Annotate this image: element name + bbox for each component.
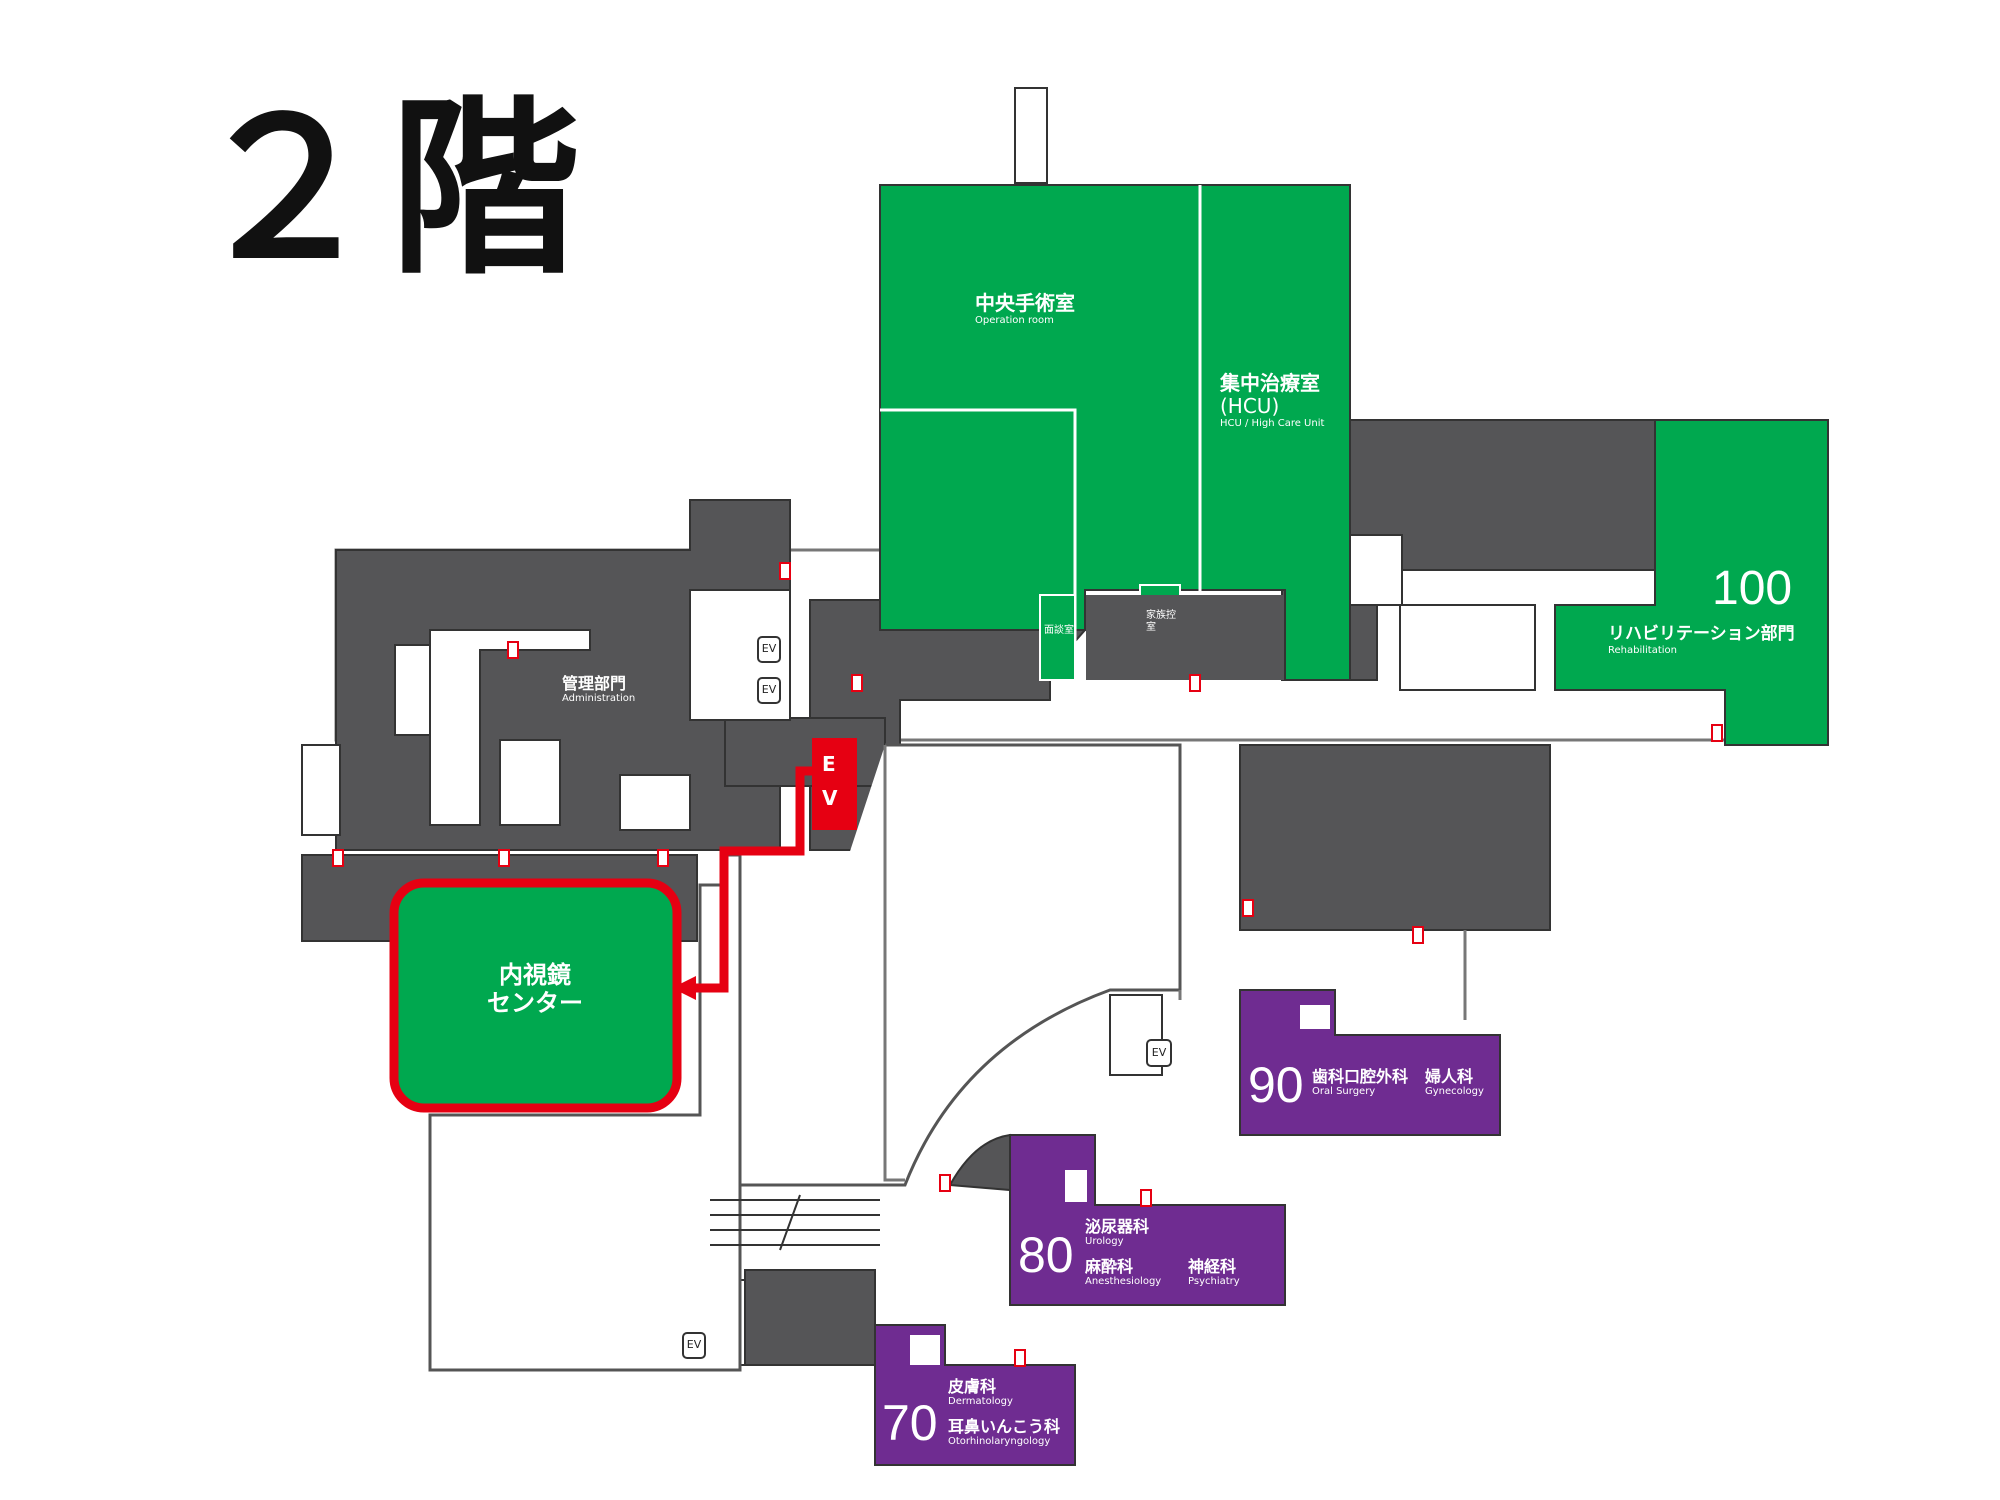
admin-label: 管理部門 Administration	[562, 674, 636, 705]
admin-inner-2	[429, 629, 591, 826]
main-corridor	[428, 743, 1182, 1372]
dark-block-ev	[724, 717, 886, 787]
floor-title: ２階	[190, 79, 591, 300]
operation-room-label: 中央手術室 Operation room	[975, 291, 1075, 327]
rehab-room[interactable]	[1554, 419, 1829, 746]
main-ev-label-top: E	[822, 752, 836, 776]
dept80-number: 80	[1018, 1227, 1074, 1283]
dark-block-bottom	[744, 1269, 876, 1366]
main-elevator[interactable]	[812, 738, 857, 830]
operation-hcu-block	[879, 184, 1351, 681]
oral-surgery-label: 歯科口腔外科 Oral Surgery	[1312, 1067, 1409, 1098]
urology-label: 泌尿器科 Urology	[1085, 1217, 1150, 1248]
dept70-number: 70	[882, 1395, 938, 1451]
main-ev-label-bottom: V	[822, 786, 838, 810]
meeting-room-label: 面談室	[1044, 625, 1074, 636]
route-line	[688, 766, 812, 993]
dark-block-mid	[1239, 744, 1551, 931]
dark-block-curve	[948, 1133, 1011, 1192]
psychiatry-label: 神経科 Psychiatry	[1188, 1257, 1240, 1288]
endoscopy-center[interactable]	[389, 878, 682, 1113]
restroom-admin	[499, 739, 561, 826]
ev-small-1: EV	[761, 642, 777, 655]
rehab-number: 100	[1712, 562, 1793, 615]
ent-label: 耳鼻いんこう科 Otorhinolaryngology	[948, 1417, 1061, 1448]
stairs-left	[301, 744, 341, 836]
stairs-admin	[619, 774, 691, 831]
restroom-right	[1399, 604, 1536, 691]
anesthesiology-label: 麻酔科 Anesthesiology	[1085, 1257, 1162, 1288]
endoscopy-label: 内視鏡 センター	[487, 961, 583, 1017]
rehab-label: リハビリテーション部門 Rehabilitation	[1608, 624, 1795, 656]
dept90-number: 90	[1248, 1057, 1304, 1113]
ev-small-3: EV	[1151, 1046, 1167, 1059]
dermatology-label: 皮膚科 Dermatology	[948, 1377, 1013, 1408]
ev-small-2: EV	[761, 683, 777, 696]
stairs-top	[1014, 87, 1048, 184]
stairs-right	[1349, 534, 1403, 606]
gynecology-label: 婦人科 Gynecology	[1425, 1067, 1484, 1098]
route-arrow	[672, 976, 696, 1000]
ev-small-4: EV	[686, 1338, 702, 1351]
family-room-label: 家族控室	[1146, 610, 1176, 633]
hcu-label: 集中治療室 (HCU) HCU / High Care Unit	[1220, 371, 1325, 430]
meeting-room[interactable]	[1039, 594, 1076, 681]
